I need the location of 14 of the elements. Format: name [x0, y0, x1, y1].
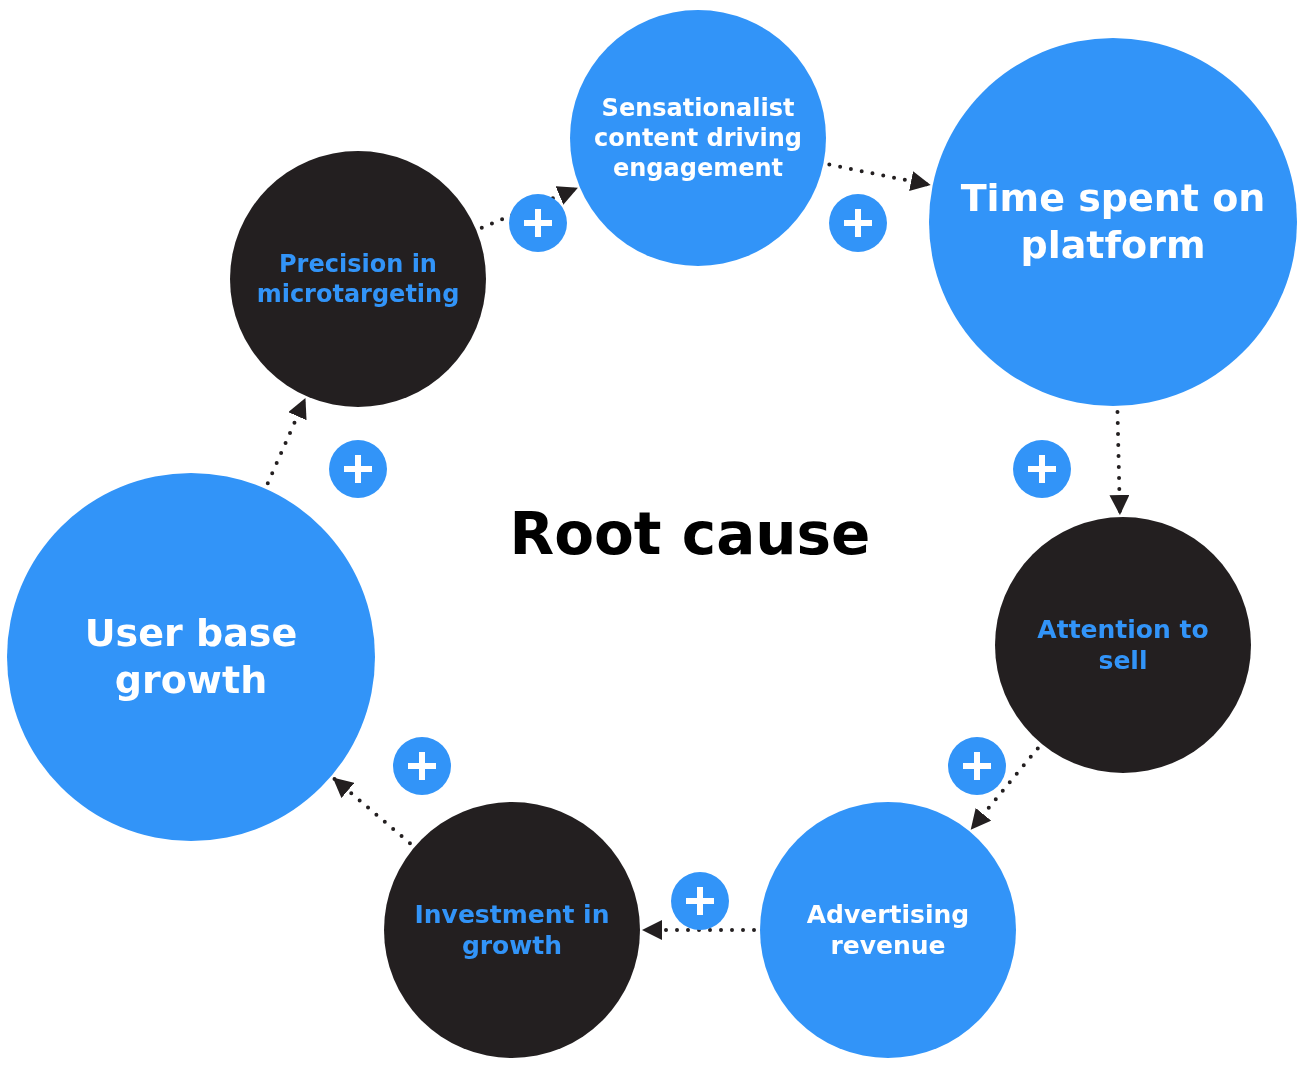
node-label: Precision in microtargeting [255, 249, 461, 309]
dotted-arrow [265, 397, 307, 486]
node-label: Advertising revenue [805, 898, 971, 962]
dotted-arrow [332, 776, 412, 846]
node-label: Sensationalist content driving engagement [593, 93, 803, 183]
dotted-arrow [642, 920, 756, 940]
dotted-arrow [827, 162, 931, 191]
node-label: Time spent on platform [959, 174, 1267, 269]
diagram-title: Root cause [508, 500, 872, 568]
dotted-arrow [970, 746, 1040, 831]
node-label: Attention to sell [1036, 613, 1210, 677]
node-label: Investment in growth [413, 898, 611, 962]
node-label: User base growth [83, 609, 299, 704]
dotted-arrow [1109, 409, 1130, 516]
